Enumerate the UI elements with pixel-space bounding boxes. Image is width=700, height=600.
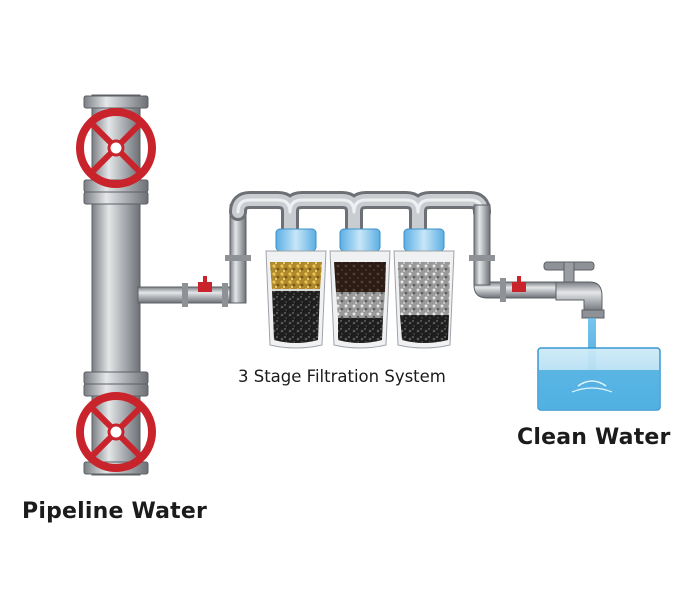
- filter-cap: [275, 228, 317, 252]
- filter-cap: [403, 228, 445, 252]
- feed-pipe: [137, 204, 251, 307]
- pipe-flange: [83, 191, 149, 205]
- manifold-pipe: [229, 191, 491, 241]
- filter-cartridge: [393, 228, 455, 349]
- filter-cap: [339, 228, 381, 252]
- filtration-system-label: 3 Stage Filtration System: [238, 367, 446, 386]
- faucet-icon[interactable]: [543, 261, 605, 319]
- filter-cartridge: [265, 228, 327, 349]
- inlet-valve-icon[interactable]: [198, 276, 212, 292]
- water-basin: [537, 347, 661, 411]
- filter-cartridge: [329, 228, 391, 349]
- outlet-valve-icon[interactable]: [512, 276, 526, 292]
- clean-water-label: Clean Water: [517, 425, 671, 450]
- pipeline-column: [83, 94, 149, 476]
- valve-wheel-icon[interactable]: [76, 392, 156, 472]
- pipe-flange: [83, 95, 149, 109]
- pipe-flange: [83, 371, 149, 385]
- valve-wheel-icon[interactable]: [76, 108, 156, 188]
- pipeline-water-label: Pipeline Water: [22, 499, 208, 524]
